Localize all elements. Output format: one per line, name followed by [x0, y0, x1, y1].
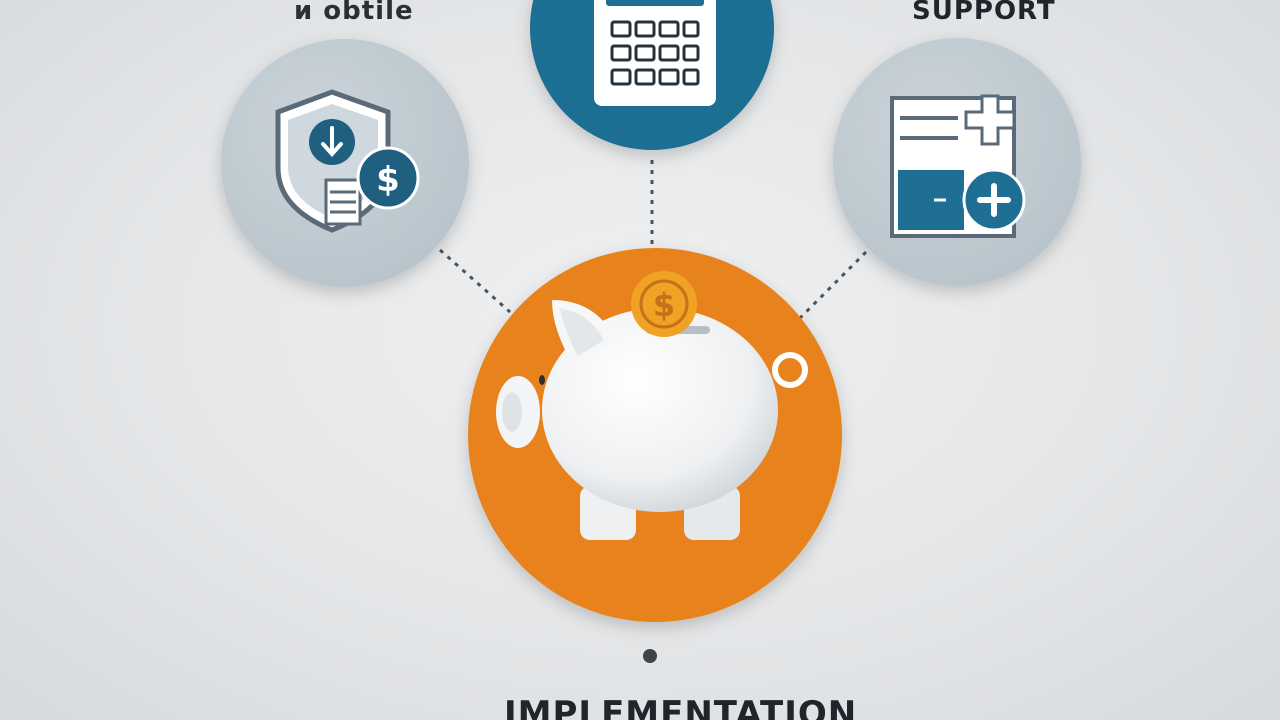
connector-left — [439, 248, 511, 314]
svg-text:$: $ — [376, 160, 400, 200]
svg-text:$: $ — [653, 286, 675, 324]
dollar-coin-icon: $ — [631, 271, 697, 337]
connector-right — [798, 250, 868, 320]
calculator-icon — [594, 0, 716, 106]
shield-dollar-icon: $ — [275, 89, 420, 233]
node-top — [530, 0, 774, 150]
label-top-left: ᴎ obtile — [294, 0, 414, 26]
label-implementation: IMPLEMENTATION — [504, 694, 858, 720]
node-right — [833, 38, 1081, 286]
budget-plus-icon — [890, 94, 1026, 238]
node-center: $ — [468, 248, 842, 622]
node-left: $ — [221, 39, 469, 287]
bottom-connector-dot — [643, 649, 657, 663]
connectors — [439, 160, 868, 320]
label-support: SUPPORT — [912, 0, 1056, 26]
